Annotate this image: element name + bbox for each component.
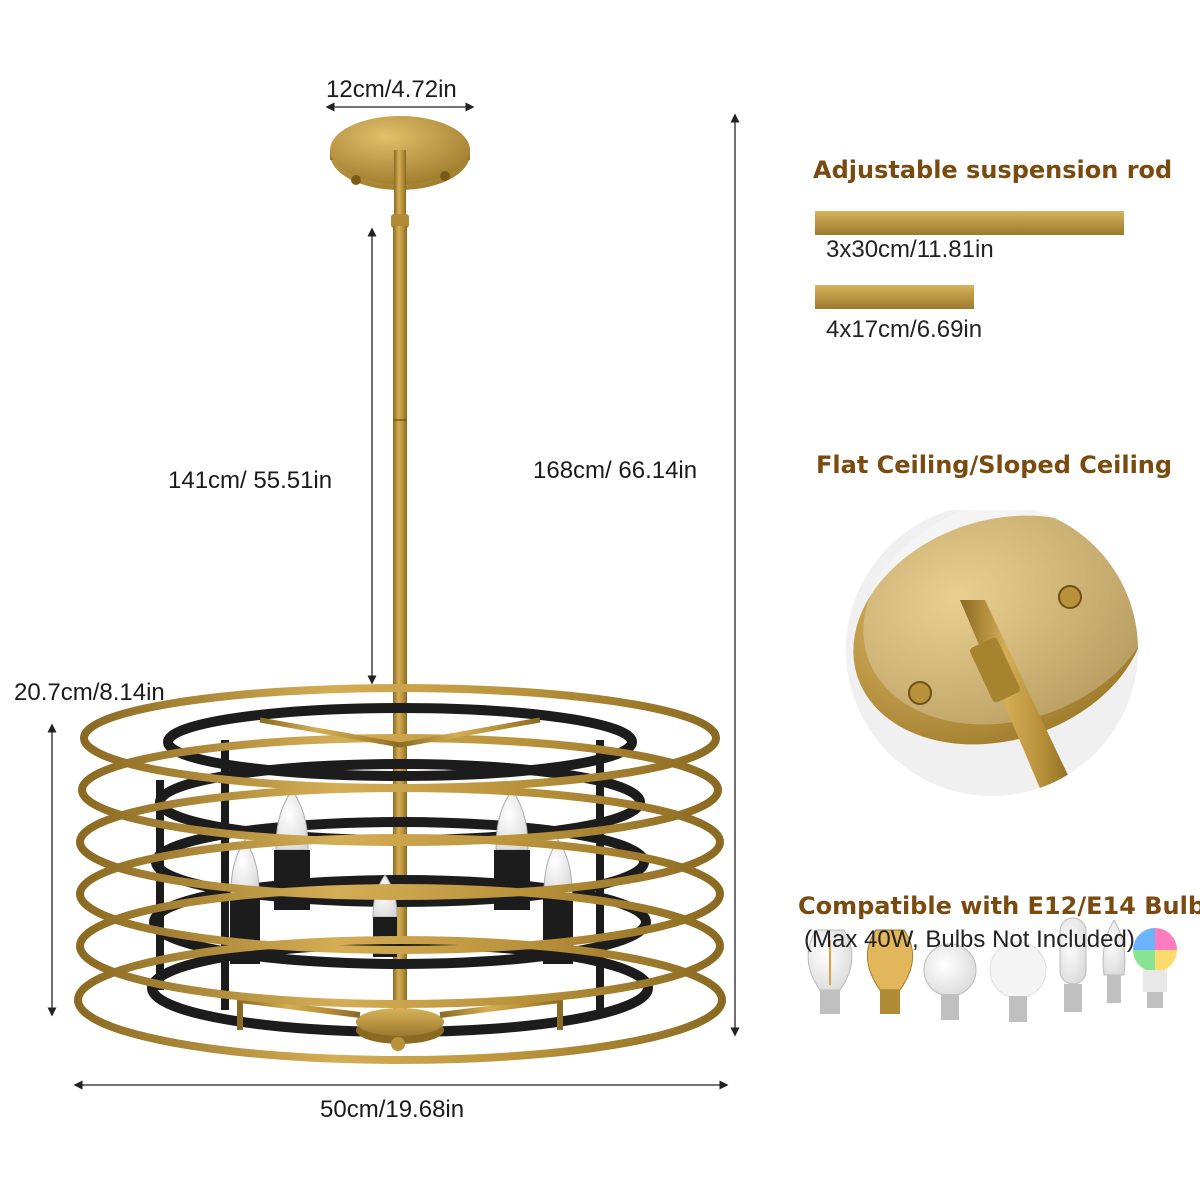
canopy-width-label: 12cm/4.72in <box>326 76 457 103</box>
dimension-lines <box>47 102 740 1090</box>
bulbs-heading: Compatible with E12/E14 Bulb <box>798 892 1200 920</box>
rod-length-label: 141cm/ 55.51in <box>168 467 333 494</box>
rod-long-label: 3x30cm/11.81in <box>826 236 994 263</box>
rods-heading: Adjustable suspension rod <box>813 156 1173 184</box>
cage-height-label: 20.7cm/8.14in <box>14 679 165 706</box>
cage-width-label: 50cm/19.68in <box>320 1096 465 1123</box>
rod-short-graphic <box>815 285 974 309</box>
ceiling-heading: Flat Ceiling/Sloped Ceiling <box>816 451 1173 479</box>
bulbs-note: (Max 40W, Bulbs Not Included) <box>804 926 1135 953</box>
st64-vintage-icon <box>866 929 914 1014</box>
ceiling-detail-image <box>846 504 1138 796</box>
total-height-label: 168cm/ 66.14in <box>533 457 698 484</box>
g25-globe-icon <box>923 943 977 1020</box>
candle-icon <box>1102 919 1126 1003</box>
t45-tube-icon <box>1059 917 1087 1012</box>
g25-frosted-icon <box>989 941 1047 1022</box>
rod-short-label: 4x17cm/6.69in <box>826 316 983 343</box>
canopy <box>330 116 470 228</box>
st64-clear-icon <box>807 929 853 1014</box>
bulb-lineup <box>807 917 1177 1022</box>
rgb-bulb-icon <box>1133 928 1177 1008</box>
outer-gold-rings <box>74 684 726 1064</box>
rod-long-graphic <box>815 211 1124 235</box>
